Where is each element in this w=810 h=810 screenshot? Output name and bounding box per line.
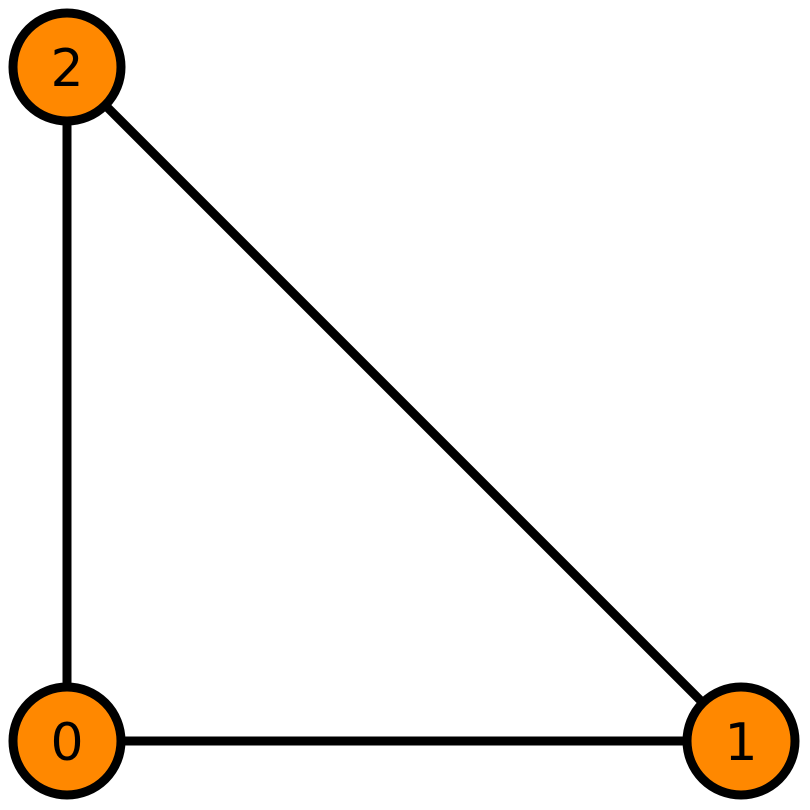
node-circle [8,682,126,800]
edge-n1-n2 [63,63,745,745]
node-label: 0 [50,713,83,773]
node-circle [682,682,800,800]
nodes-group: 0 1 2 [8,8,800,800]
node-circle [8,8,126,126]
node-0: 0 [8,682,126,800]
edges-group [62,63,745,746]
node-2: 2 [8,8,126,126]
node-label: 1 [724,713,757,773]
node-1: 1 [682,682,800,800]
node-label: 2 [50,39,83,99]
